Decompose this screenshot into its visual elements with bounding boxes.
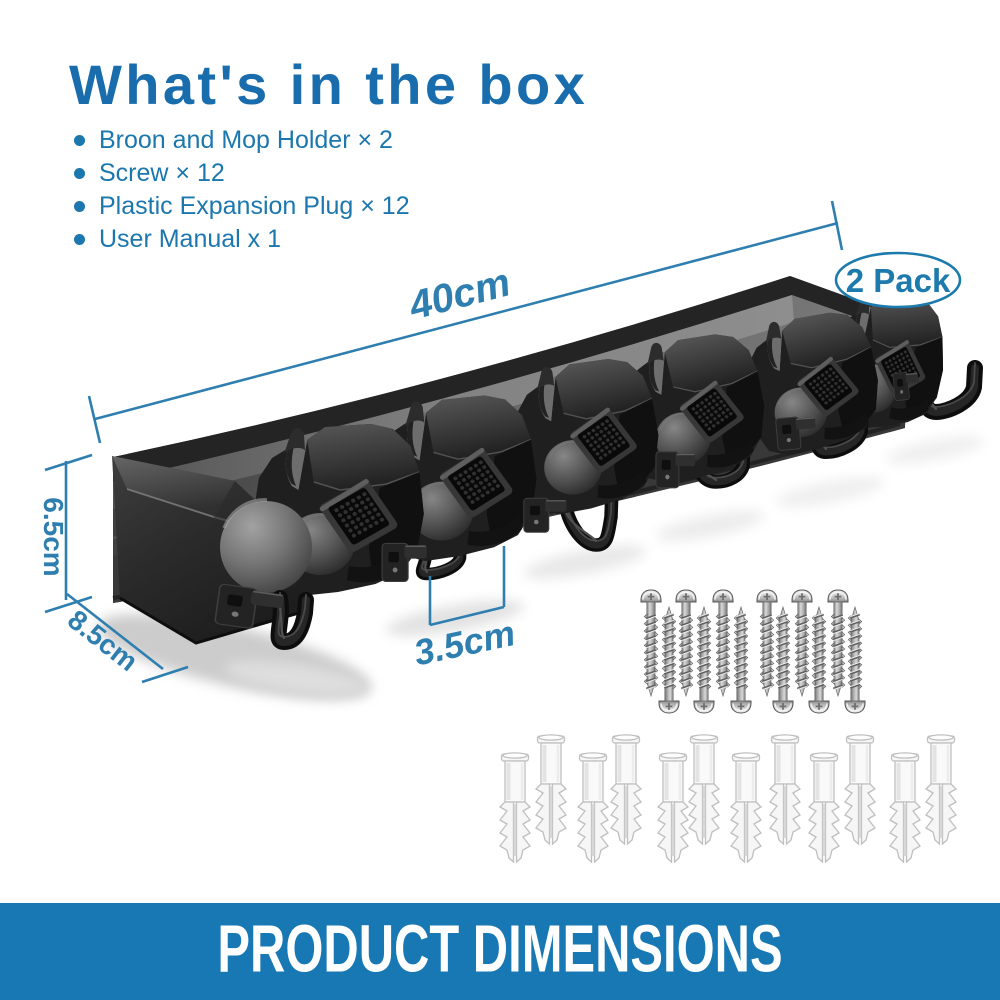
svg-text:2 Pack: 2 Pack	[846, 262, 951, 299]
svg-text:40cm: 40cm	[404, 260, 515, 328]
svg-text:6.5cm: 6.5cm	[38, 497, 69, 576]
